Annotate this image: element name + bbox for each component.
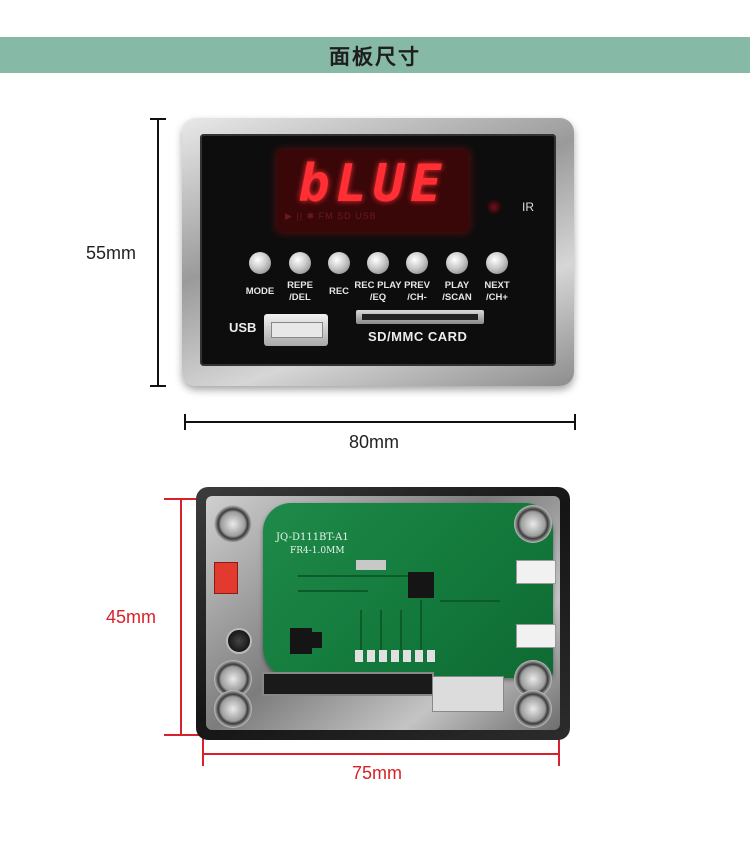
prev-ch-button-label: PREV /CH- (404, 280, 430, 303)
usb-port-rear (432, 676, 504, 712)
back-height-cap-top (164, 498, 204, 500)
pcb-thickness-text: FR4-1.0MM (290, 546, 345, 556)
pcb-pin-row (355, 650, 445, 664)
next-ch-button-label: NEXT /CH+ (484, 280, 510, 303)
front-height-cap-top (150, 118, 166, 120)
back-width-line (202, 753, 559, 755)
title-banner: 面板尺寸 (0, 37, 750, 73)
next-ch-button[interactable] (486, 252, 508, 274)
display-text: bLUE (298, 154, 448, 214)
back-height-line (180, 498, 182, 735)
sd-slot-rear (262, 672, 434, 696)
screw-icon (214, 505, 252, 543)
screw-icon (514, 505, 552, 543)
speaker-connector[interactable] (516, 560, 556, 584)
banner-title: 面板尺寸 (329, 45, 421, 69)
front-width-cap-left (184, 414, 186, 430)
rec-play-eq-button-label: REC PLAY /EQ (354, 280, 402, 303)
usb-port-opening (271, 322, 323, 338)
display-status-icons: ▶ || ✱ FM SD USB (285, 211, 377, 221)
back-height-label: 45mm (106, 607, 157, 627)
mode-button[interactable] (249, 252, 271, 274)
front-height-line (157, 118, 159, 386)
pcb-regulator-chip (290, 628, 312, 654)
prev-ch-button[interactable] (406, 252, 428, 274)
pcb-trace (440, 600, 500, 602)
pcb-trace (420, 600, 422, 650)
play-scan-button[interactable] (446, 252, 468, 274)
pcb-trace (298, 575, 408, 577)
play-scan-button-label: PLAY /SCAN (442, 280, 472, 303)
pcb-trace (298, 590, 368, 592)
led-display: bLUE ▶ || ✱ FM SD USB (277, 150, 469, 232)
repe-del-button[interactable] (289, 252, 311, 274)
back-width-label: 75mm (352, 763, 403, 783)
front-height-label: 55mm (86, 243, 137, 263)
aux-connector[interactable] (516, 624, 556, 648)
mode-button-label: MODE (245, 286, 275, 297)
pcb-trace (380, 610, 382, 650)
ir-receiver-icon (487, 200, 501, 214)
back-width-cap-right (558, 722, 560, 766)
front-width-cap-right (574, 414, 576, 430)
back-width-cap-left (202, 722, 204, 766)
usb-label: USB (229, 320, 257, 335)
pcb-trace (360, 610, 362, 650)
front-height-cap-bottom (150, 385, 166, 387)
pcb-regulator-tab (312, 632, 322, 648)
front-width-line (184, 421, 576, 423)
power-connector[interactable] (214, 562, 238, 594)
screw-icon (214, 690, 252, 728)
back-height-cap-bottom (164, 734, 204, 736)
repe-del-button-label: REPE /DEL (287, 280, 313, 303)
rec-play-eq-button[interactable] (367, 252, 389, 274)
pcb-trace (400, 610, 402, 650)
rec-button[interactable] (328, 252, 350, 274)
ir-label: IR (522, 200, 534, 214)
pcb-capacitor (226, 628, 252, 654)
screw-icon (514, 690, 552, 728)
front-width-label: 80mm (349, 432, 400, 452)
pcb-crystal (356, 560, 386, 570)
rec-button-label: REC (328, 286, 350, 297)
pcb-ic-chip (408, 572, 434, 598)
sd-card-slot-opening (362, 314, 478, 320)
pcb-model-text: JQ-D111BT-A1 (276, 532, 349, 543)
sd-card-label: SD/MMC CARD (368, 329, 468, 344)
